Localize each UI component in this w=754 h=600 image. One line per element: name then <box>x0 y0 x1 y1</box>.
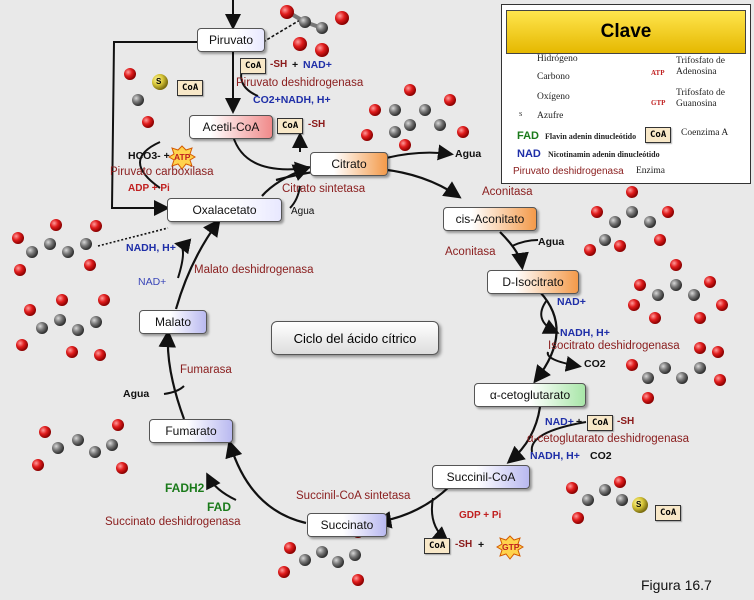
malate-box: Malato <box>139 310 207 334</box>
fadh2-label: FADH2 <box>165 481 205 495</box>
plus-akgdh: + <box>576 416 583 428</box>
oxaloacetate-box: Oxalacetato <box>167 198 282 222</box>
gtp-star-scs-icon <box>496 535 524 560</box>
nad-idh: NAD+ <box>557 296 586 308</box>
arrow-to-succinylcoa <box>506 406 542 464</box>
key-hydrogen: Hidrógeno <box>537 54 578 64</box>
molecule-citrate <box>361 84 469 151</box>
enzyme-pc: Piruvato carboxilasa <box>110 166 214 178</box>
molecule-malate <box>16 294 110 361</box>
arrow-to-malate <box>158 329 186 420</box>
cis-aconitate-box: cis-Aconitato <box>443 207 537 231</box>
sulfur-label-acetyl: S <box>156 77 162 86</box>
key-oxygen: Oxígeno <box>537 92 570 102</box>
nadh-akgdh: NADH, H+ <box>530 450 580 462</box>
nad-pdh: NAD+ <box>303 59 332 71</box>
molecule-pyruvate <box>280 5 349 57</box>
co2-akgdh: CO2 <box>590 450 612 462</box>
sh-cs: -SH <box>308 119 326 130</box>
co2-idh: CO2 <box>584 358 606 370</box>
arrow-to-isocitrate <box>499 231 529 271</box>
fad-label: FAD <box>207 500 231 514</box>
co2-nadh-pdh: CO2+NADH, H+ <box>253 94 331 106</box>
nadh-idh: NADH, H+ <box>560 327 610 339</box>
atp-star-pc-icon <box>168 145 196 170</box>
water-aconitase-2: Agua <box>538 236 565 248</box>
enzyme-scs: Succinil-CoA sintetasa <box>296 490 411 502</box>
nadh-mdh: NADH, H+ <box>126 242 176 254</box>
key-coa-tag: CoA <box>645 127 672 143</box>
molecule-alphaketoglutarate <box>626 342 726 404</box>
fumarate-box: Fumarato <box>149 419 233 443</box>
molecule-oxaloacetate <box>12 219 102 276</box>
water-fumarase: Agua <box>123 388 150 400</box>
molecule-acetyl <box>124 68 168 128</box>
key-enzyme-example: Piruvato deshidrogenasa <box>513 166 624 177</box>
coa-tag-pdh: CoA <box>240 58 267 74</box>
key-title: Clave <box>506 10 746 54</box>
molecule-cisaconitate <box>584 186 674 256</box>
key-sulfur: Azufre <box>537 111 564 121</box>
sh-akgdh: -SH <box>617 416 635 427</box>
arrow-to-alphaketo <box>533 291 558 384</box>
nad-mdh: NAD+ <box>138 276 167 288</box>
key-gtp-letter: GTP <box>651 99 666 107</box>
succinyl-coa-box: Succinil-CoA <box>432 465 530 489</box>
enzyme-mdh: Malato deshidrogenasa <box>194 264 314 276</box>
succinate-box: Succinato <box>307 513 387 537</box>
arrow-to-oxaloacetate <box>174 218 221 310</box>
coa-tag-acetyl: CoA <box>177 80 204 96</box>
key-fad-desc: Flavin adenin dinucleótido <box>545 132 637 141</box>
water-aconitase-1: Agua <box>455 148 482 160</box>
key-carbon-letter: C <box>518 73 523 79</box>
molecule-succinylcoa <box>566 476 648 524</box>
key-nad: NAD <box>517 148 541 160</box>
plus-pdh: + <box>292 59 299 71</box>
sh-pdh: -SH <box>270 59 288 70</box>
cycle-title: Ciclo del ácido cítrico <box>271 321 439 355</box>
coa-tag-akgdh: CoA <box>587 415 614 431</box>
water-cs: Agua <box>291 206 315 217</box>
key-fad: FAD <box>517 130 539 142</box>
key-enzyme: Enzima <box>636 166 666 176</box>
pyruvate-box: Piruvato <box>197 28 265 52</box>
acetyl-coa-box: Acetil-CoA <box>189 115 273 139</box>
enzyme-fumarase: Fumarasa <box>180 364 232 376</box>
coa-tag-succinyl: CoA <box>655 505 682 521</box>
d-isocitrate-box: D-Isocitrato <box>487 270 579 294</box>
figure-label: Figura 16.7 <box>641 577 712 593</box>
key-gtp-desc: Trifosfato de Guanosina <box>676 88 725 109</box>
citrate-box: Citrato <box>310 152 388 176</box>
molecule-fumarate <box>32 419 128 474</box>
sh-scs: -SH <box>455 539 473 550</box>
enzyme-idh: Isocitrato deshidrogenasa <box>548 340 680 352</box>
key-coenzyme: Coenzima A <box>681 128 729 138</box>
enzyme-cs: Citrato sintetasa <box>282 183 366 195</box>
molecule-isocitrate <box>628 259 728 324</box>
atp-label-pc: ATP <box>174 152 191 162</box>
key-carbon: Carbono <box>537 72 570 82</box>
enzyme-aconitase-2: Aconitasa <box>445 246 496 258</box>
enzyme-sdh: Succinato deshidrogenasa <box>105 516 241 528</box>
gdp-pi-label: GDP + Pi <box>459 510 502 521</box>
key-atp-letter: ATP <box>651 69 665 77</box>
coa-tag-cs: CoA <box>277 118 304 134</box>
nad-akgdh: NAD+ <box>545 416 574 428</box>
arrow-to-fumarate <box>225 439 307 525</box>
enzyme-pdh: Piruvato deshidrogenasa <box>236 77 364 89</box>
enzyme-akgdh: α-cetoglutarato deshidrogenasa <box>527 433 690 445</box>
enzyme-aconitase-1: Aconitasa <box>482 186 533 198</box>
plus-scs: + <box>478 539 485 551</box>
key-atp-desc: Trifosfato de Adenosina <box>676 56 725 77</box>
key-sulfur-letter: S <box>519 112 523 118</box>
coa-tag-scs: CoA <box>424 538 451 554</box>
sulfur-label-succinyl: S <box>636 500 642 509</box>
key-nad-desc: Nicotinamin adenin dinucleótido <box>548 150 660 159</box>
adp-pi-label: ADP + Pi <box>128 183 170 194</box>
gtp-label-scs: GTP <box>502 542 520 552</box>
alpha-ketoglutarate-box: α-cetoglutarato <box>474 383 586 407</box>
hco3-label: HCO3- + <box>128 150 170 162</box>
